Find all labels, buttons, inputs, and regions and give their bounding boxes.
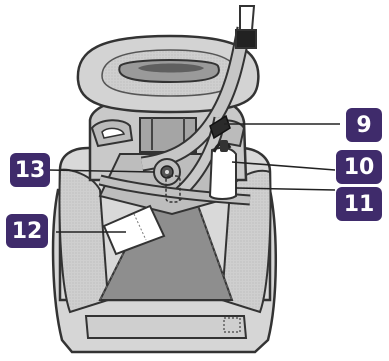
leader-13 bbox=[47, 169, 155, 173]
booklet-clip bbox=[220, 140, 228, 152]
leader-10 bbox=[231, 161, 336, 171]
base-front bbox=[84, 315, 248, 339]
base-label-area bbox=[223, 317, 241, 333]
callout-10: 10 bbox=[336, 150, 382, 184]
storage-marker bbox=[165, 175, 181, 203]
right-side-wing bbox=[220, 170, 272, 314]
belt-clip bbox=[235, 29, 257, 49]
callout-11: 11 bbox=[336, 187, 382, 221]
callout-13: 13 bbox=[10, 153, 50, 187]
belt-tongue bbox=[239, 5, 256, 31]
callout-12: 12 bbox=[6, 214, 48, 248]
callout-9: 9 bbox=[346, 108, 382, 142]
manual-card bbox=[102, 204, 166, 256]
belt-lock-clip bbox=[209, 114, 231, 140]
left-side-wing bbox=[58, 168, 110, 314]
leader-11 bbox=[235, 187, 336, 191]
booklet-pocket bbox=[208, 146, 237, 200]
